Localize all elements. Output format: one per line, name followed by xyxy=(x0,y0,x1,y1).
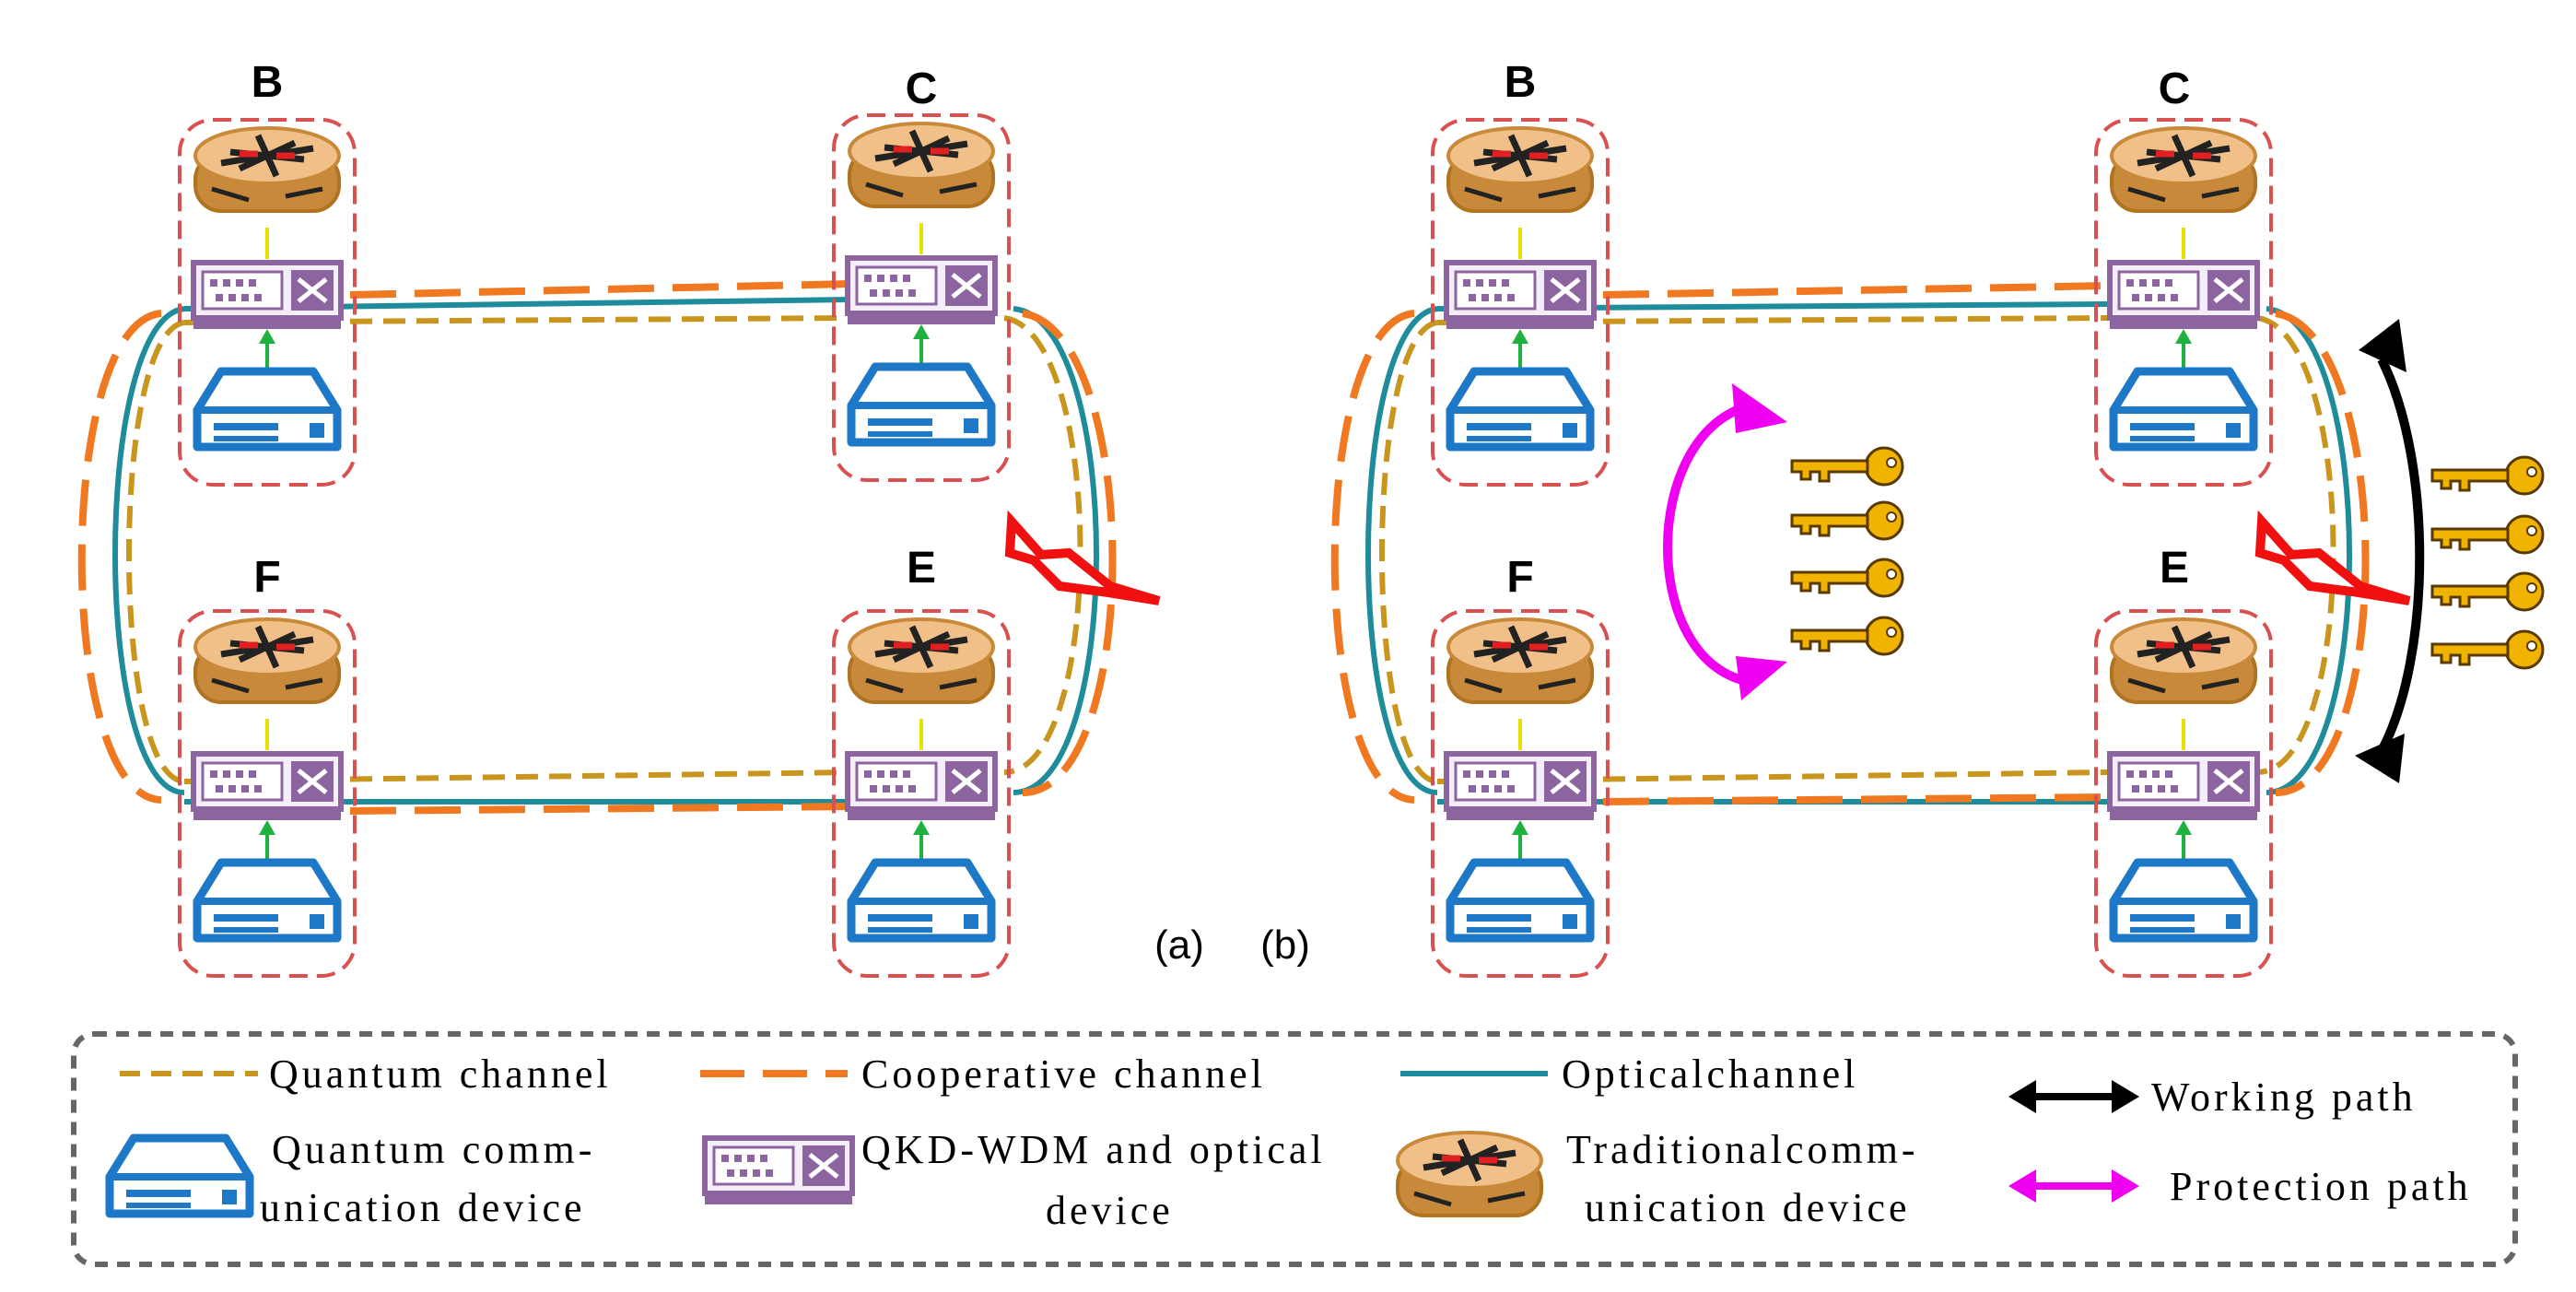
legend-quantum-device-icon xyxy=(110,1138,250,1214)
legend-traditional-device-line1: Traditionalcomm- xyxy=(1566,1127,1919,1172)
protection-path-arrow xyxy=(1663,383,1787,700)
legend-quantum-channel-label: Quantum channel xyxy=(269,1051,612,1097)
key-icon xyxy=(1790,616,1904,656)
key-icon xyxy=(2430,455,2545,496)
node-label-c: C xyxy=(2159,65,2191,113)
key-icon xyxy=(2430,514,2545,555)
node-label-e: E xyxy=(907,544,936,593)
panel-b: B C F E (b) xyxy=(1260,58,2545,976)
legend-quantum-device-line2: unication device xyxy=(260,1185,586,1230)
legend-working-path-label: Working path xyxy=(2151,1075,2417,1120)
node-f xyxy=(180,611,355,976)
key-icon xyxy=(1790,500,1904,541)
node-b xyxy=(180,120,355,485)
legend-qkd-device-line2: device xyxy=(1046,1188,1174,1233)
node-label-e: E xyxy=(2160,544,2189,593)
node-c xyxy=(2096,120,2271,485)
node-label-f: F xyxy=(253,553,280,602)
legend-optical-channel-label: Opticalchannel xyxy=(1562,1051,1858,1097)
fault-lightning-icon xyxy=(1004,510,1161,605)
legend-router-icon xyxy=(1398,1133,1541,1216)
legend-cooperative-channel-label: Cooperative channel xyxy=(861,1051,1266,1097)
key-icon xyxy=(2430,571,2545,612)
legend-protection-path-arrow xyxy=(2008,1169,2139,1203)
legend-qkd-device-line1: QKD-WDM and optical xyxy=(861,1127,1326,1172)
node-f xyxy=(1433,611,1608,976)
key-icon xyxy=(1790,558,1904,598)
legend-traditional-device-line2: unication device xyxy=(1585,1185,1911,1230)
legend-working-path-arrow xyxy=(2008,1080,2139,1113)
legend-frame xyxy=(71,1031,2518,1267)
legend-quantum-device-line1: Quantum comm- xyxy=(272,1127,595,1172)
caption-b: (b) xyxy=(1260,922,1310,968)
key-icon xyxy=(2430,629,2545,670)
working-path-arrow xyxy=(2355,319,2425,783)
caption-a: (a) xyxy=(1154,922,1204,968)
node-e xyxy=(2096,611,2271,976)
legend-protection-path-label: Protection path xyxy=(2170,1164,2472,1209)
legend-qkd-device-icon xyxy=(705,1138,852,1204)
node-e xyxy=(834,611,1009,976)
panel-a: B C F E (a) xyxy=(77,58,1204,976)
node-b xyxy=(1433,120,1608,485)
node-label-c: C xyxy=(906,65,938,113)
node-label-b: B xyxy=(252,58,284,107)
node-label-f: F xyxy=(1506,553,1533,602)
key-icon xyxy=(1790,446,1904,487)
node-c xyxy=(834,115,1009,480)
node-label-b: B xyxy=(1505,58,1537,107)
fault-lightning-icon xyxy=(2254,510,2411,605)
channels-panel-b xyxy=(1330,282,2370,805)
legend: Quantum channel Cooperative channel Opti… xyxy=(71,1031,2518,1267)
